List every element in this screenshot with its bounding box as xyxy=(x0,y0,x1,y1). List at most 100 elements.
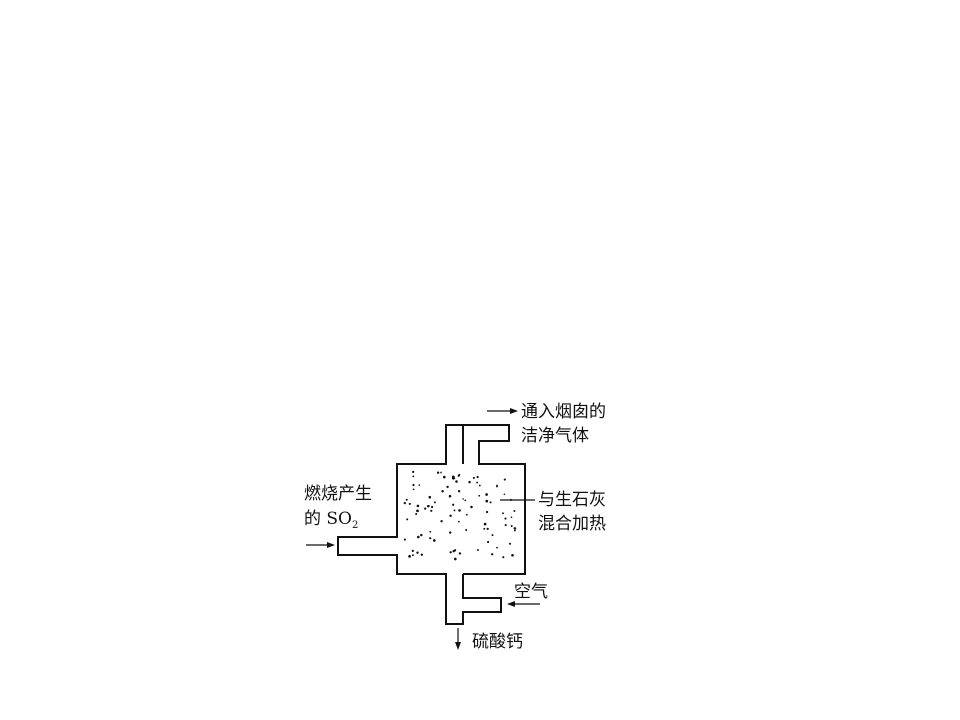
particle-dot xyxy=(415,512,418,516)
particle-dot xyxy=(465,528,468,532)
particle-dot xyxy=(429,537,432,540)
particle-dot xyxy=(411,549,414,553)
particle-dot xyxy=(491,534,494,537)
particle-dot xyxy=(440,471,442,474)
particle-dot xyxy=(457,490,461,493)
particle-dot xyxy=(476,475,479,479)
particle-dot xyxy=(510,525,513,527)
outlet-top-arrow xyxy=(487,408,518,414)
chamber-label-line2: 混合加热 xyxy=(538,514,606,534)
particle-dot xyxy=(495,485,499,488)
particle-dot xyxy=(486,527,489,531)
apparatus-wall-right xyxy=(463,424,526,575)
particle-dot xyxy=(420,533,423,537)
particle-dot xyxy=(496,546,498,549)
particle-dot xyxy=(424,507,427,510)
particle-dot xyxy=(502,556,505,559)
particle-dot xyxy=(403,538,406,541)
particle-dot xyxy=(416,535,420,539)
particle-dot xyxy=(449,514,452,518)
particle-dot xyxy=(430,509,433,512)
apparatus-wall-left xyxy=(337,424,502,625)
particle-dot xyxy=(513,510,516,512)
particle-dot xyxy=(428,495,432,499)
particle-dot xyxy=(485,499,489,503)
particle-dot xyxy=(411,554,414,557)
air-inlet-arrow xyxy=(507,601,540,607)
particle-dot xyxy=(464,499,467,502)
particle-dot xyxy=(416,504,420,508)
particle-dot xyxy=(448,494,452,498)
particle-dot xyxy=(406,518,409,521)
particle-dot xyxy=(405,498,408,501)
particle-dot xyxy=(458,509,461,512)
particle-dot xyxy=(477,549,479,551)
inlet-left-label-prefix: 的 SO xyxy=(304,509,352,529)
particle-dot xyxy=(513,527,517,530)
particle-dot xyxy=(457,474,460,477)
particle-dot xyxy=(449,551,452,554)
particle-dot xyxy=(485,510,489,514)
particle-dot xyxy=(433,501,436,504)
chamber-label-line1: 与生石灰 xyxy=(538,490,606,510)
particle-dot xyxy=(504,517,507,520)
outlet-top-label-line1: 通入烟囱的 xyxy=(521,402,606,422)
particle-dot xyxy=(455,480,458,483)
particle-dot xyxy=(408,502,411,505)
particle-dot xyxy=(503,493,506,496)
particle-dot xyxy=(446,485,449,489)
outlet-bottom-label: 硫酸钙 xyxy=(472,632,523,652)
particle-dot xyxy=(514,529,516,532)
particle-dot xyxy=(408,555,411,558)
particle-dot xyxy=(476,481,479,484)
particle-dot xyxy=(483,522,487,526)
particle-dot xyxy=(449,531,452,534)
particle-dot xyxy=(416,509,419,513)
inlet-left-label-subscript: 2 xyxy=(352,520,358,531)
outlet-bottom-arrow xyxy=(455,628,461,650)
particle-dot xyxy=(453,557,457,561)
particle-dot xyxy=(487,540,490,544)
particle-dot xyxy=(511,553,514,557)
particle-dot xyxy=(510,516,513,519)
particle-dot xyxy=(440,520,443,523)
particle-dot xyxy=(429,530,432,533)
particle-dot xyxy=(452,503,455,506)
particle-dot xyxy=(412,483,415,487)
particle-dot xyxy=(491,553,494,556)
particle-dot xyxy=(478,494,481,497)
particle-dot xyxy=(458,520,460,523)
particle-dot xyxy=(468,480,471,484)
quicklime-particles xyxy=(403,470,517,561)
particle-dot xyxy=(483,527,486,530)
particle-dot xyxy=(489,501,492,504)
particle-dot xyxy=(412,475,415,478)
air-label: 空气 xyxy=(514,582,548,602)
particle-dot xyxy=(485,493,488,496)
particle-dot xyxy=(441,490,444,493)
particle-dot xyxy=(418,484,421,486)
particle-dot xyxy=(442,475,446,479)
particle-dot xyxy=(508,542,512,545)
particle-dot xyxy=(428,505,430,507)
particle-dot xyxy=(465,513,468,516)
particle-dot xyxy=(451,475,455,479)
inlet-left-label-line1: 燃烧产生 xyxy=(304,484,372,504)
particle-dot xyxy=(462,498,464,500)
particle-dot xyxy=(452,549,455,553)
inlet-left-arrow xyxy=(306,542,335,548)
particle-dot xyxy=(503,478,506,481)
particle-dot xyxy=(420,553,423,556)
particle-dot xyxy=(403,501,406,505)
particle-dot xyxy=(472,476,475,479)
particle-dot xyxy=(430,505,434,509)
particle-dot xyxy=(470,505,473,509)
particle-dot xyxy=(478,484,481,487)
particle-dot xyxy=(412,470,415,474)
outlet-top-label-line2: 洁净气体 xyxy=(521,426,589,446)
particle-dot xyxy=(412,488,415,491)
particle-dot xyxy=(504,524,507,527)
particle-dot xyxy=(416,551,419,554)
particle-dot xyxy=(436,471,440,474)
